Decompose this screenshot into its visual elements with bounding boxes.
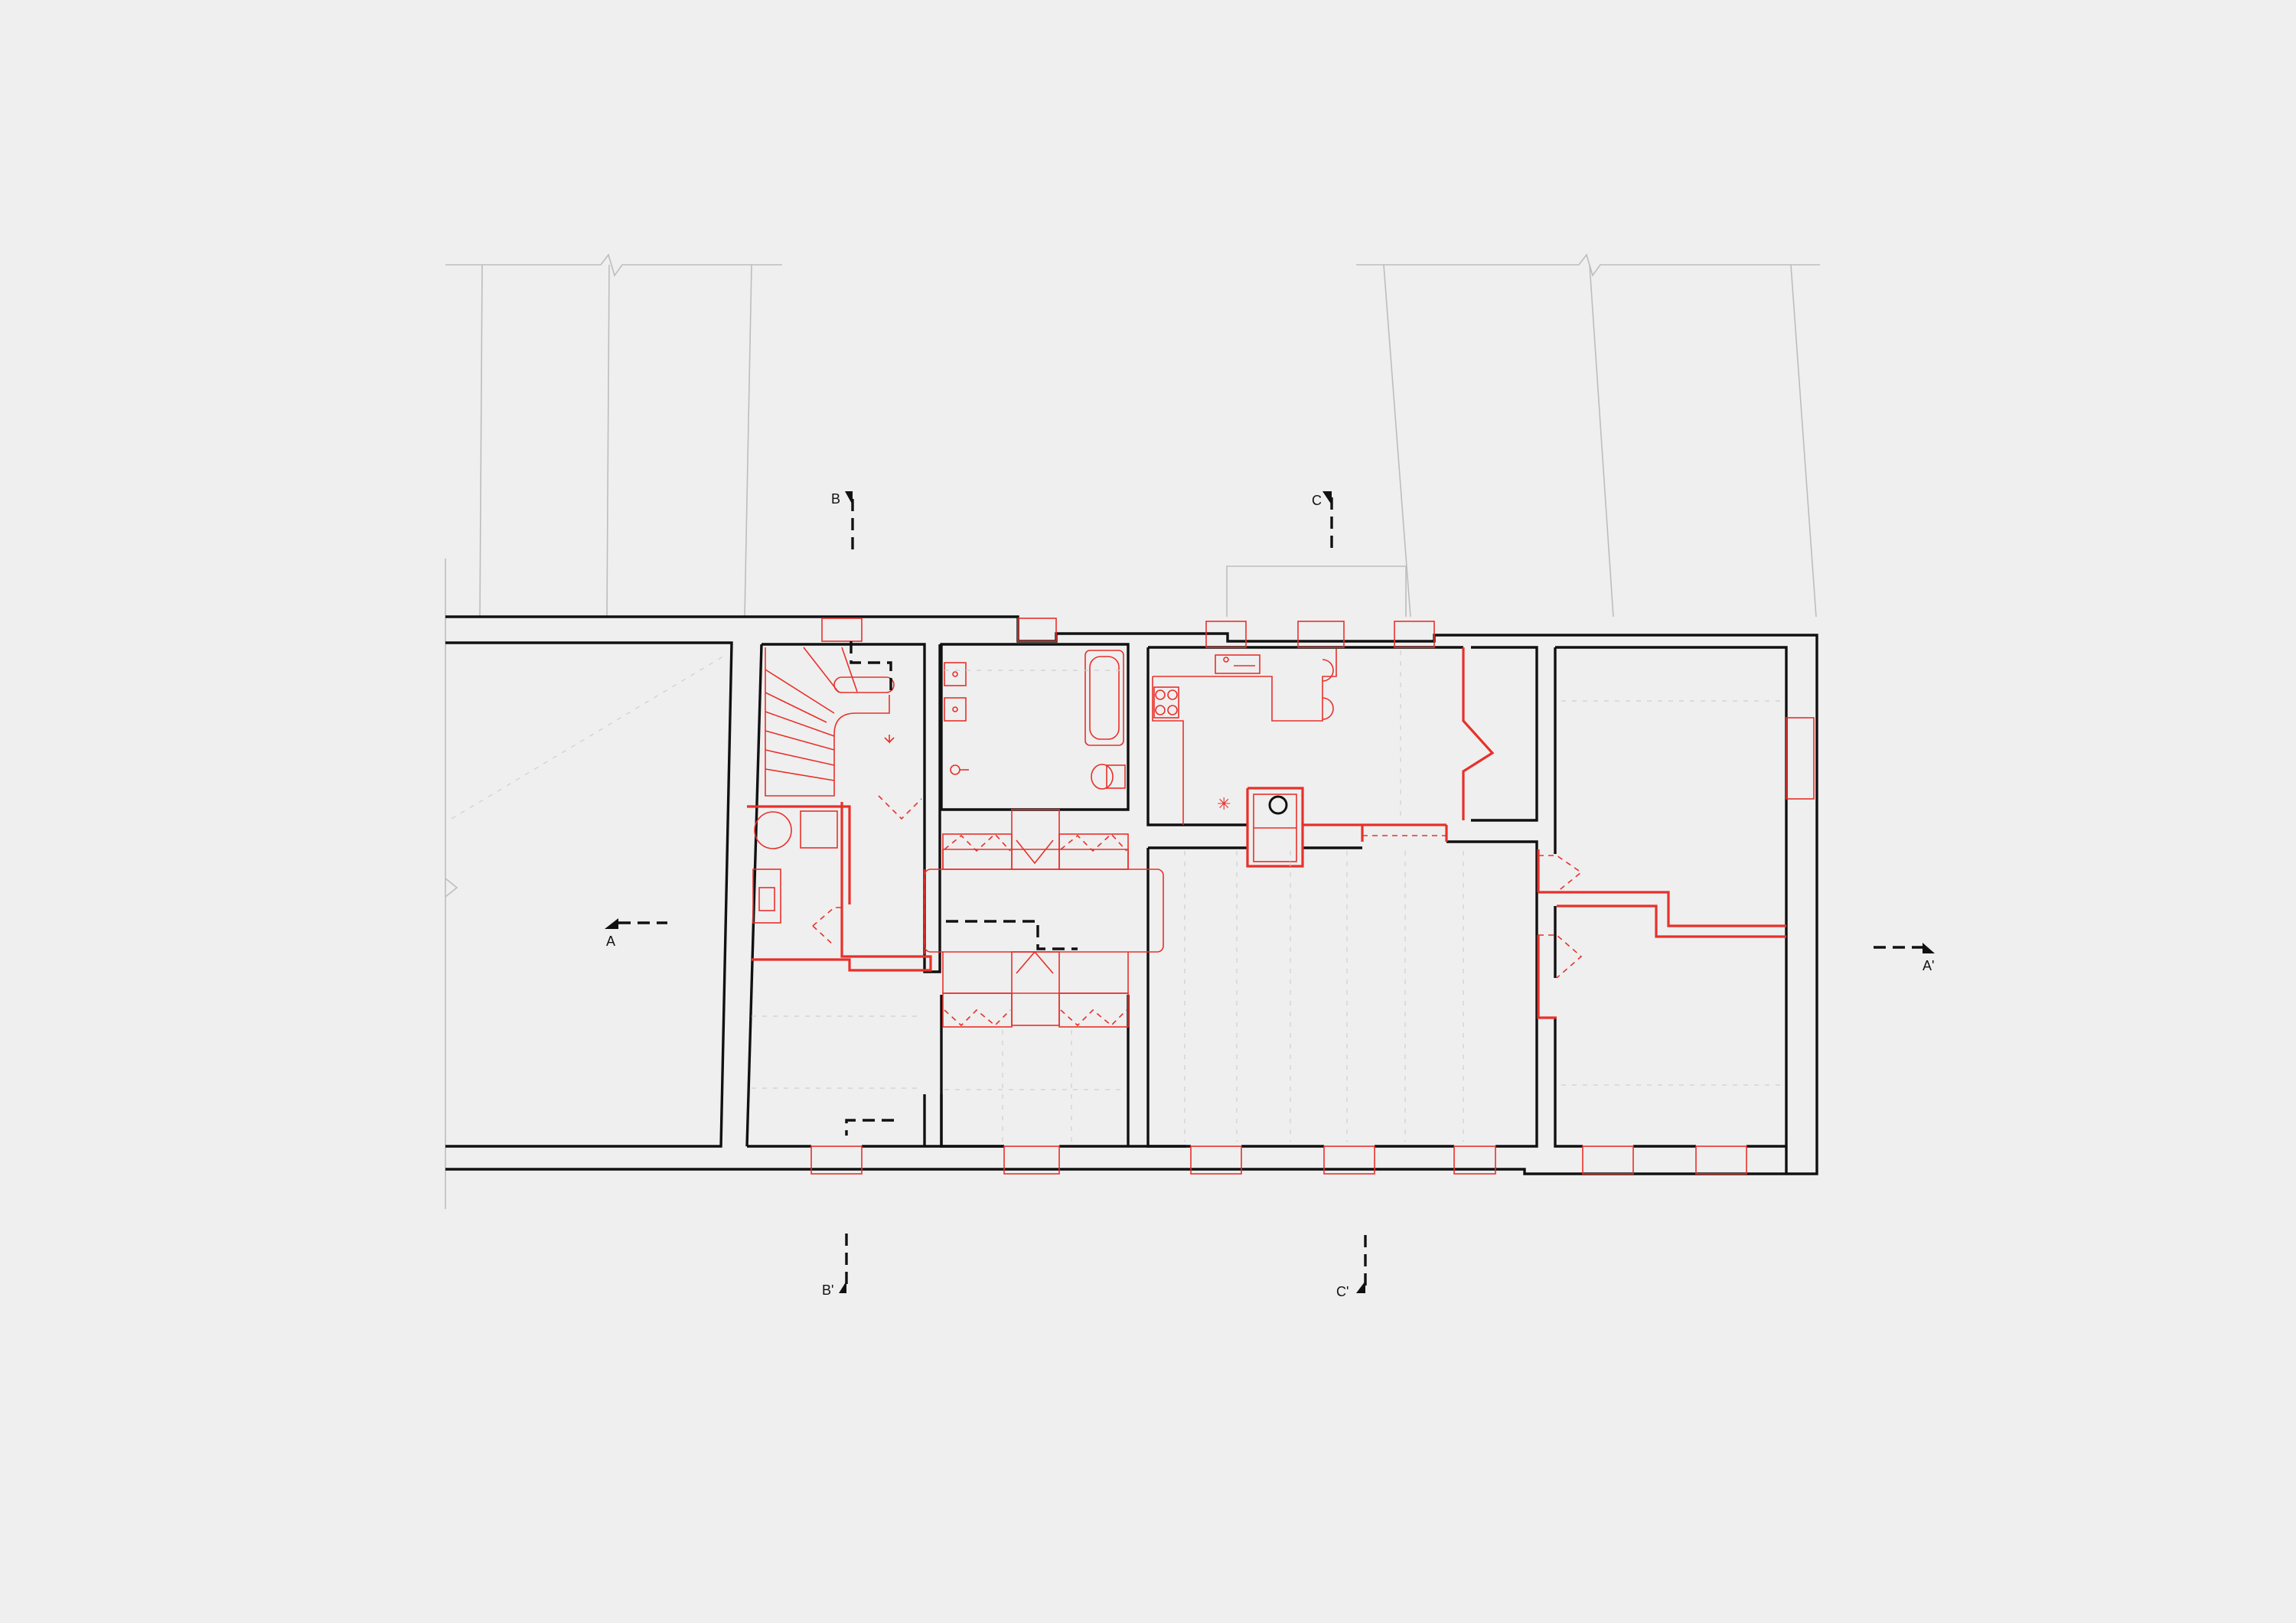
staircase <box>765 647 895 797</box>
kitchen-fixtures: ✳ <box>1152 647 1495 825</box>
hallway-wardrobes <box>812 795 1164 1028</box>
section-lines <box>618 497 1929 1286</box>
hidden-lines <box>451 650 1783 1143</box>
section-label-b: B <box>831 491 840 507</box>
context-lines <box>445 253 1820 1209</box>
chimney-stove <box>1246 787 1448 868</box>
right-wing-partitions <box>1537 849 1786 1019</box>
new-work: ✳ <box>747 618 1815 1175</box>
section-arrows <box>605 491 1935 1293</box>
utility-room <box>747 802 932 972</box>
section-label-b-prime: B' <box>822 1282 833 1298</box>
section-label-c-prime: C' <box>1336 1284 1349 1299</box>
section-label-c: C <box>1312 493 1322 508</box>
svg-text:✳: ✳ <box>1217 794 1231 813</box>
bathroom-fixtures <box>944 650 1126 790</box>
section-label-a: A <box>606 934 615 949</box>
section-label-a-prime: A' <box>1923 958 1934 973</box>
existing-walls <box>445 615 1818 1175</box>
